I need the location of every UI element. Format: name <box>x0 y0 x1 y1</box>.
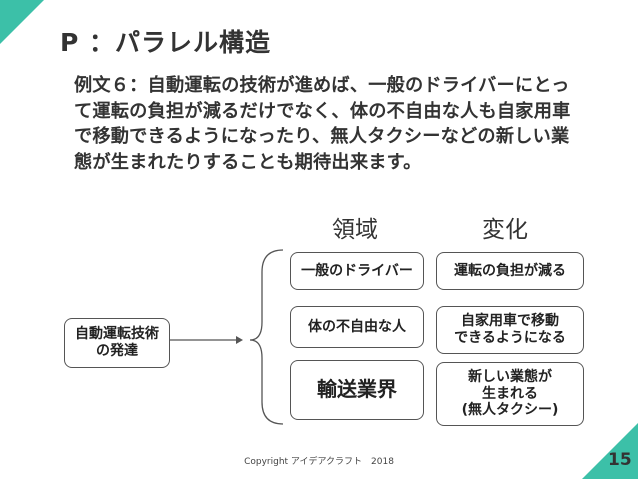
change-column-header: 変化 <box>482 217 528 243</box>
change-line: 運転の負担が減る <box>454 262 566 279</box>
region-column-header: 領域 <box>332 217 378 243</box>
slide-title: P ：パラレル構造 <box>60 28 272 57</box>
brace <box>249 249 284 425</box>
change-line: (無人タクシー) <box>461 402 559 419</box>
change-box-reduced-burden: 運転の負担が減る <box>436 252 584 290</box>
corner-accent-top-left <box>0 0 44 44</box>
region-box-transport-industry: 輸送業界 <box>290 360 424 420</box>
change-line: 新しい業態が <box>467 369 552 386</box>
change-box-self-mobility: 自家用車で移動 できるようになる <box>436 306 584 354</box>
region-box-disabled-people: 体の不自由な人 <box>290 306 424 348</box>
change-line: 生まれる <box>481 385 538 402</box>
change-box-new-business: 新しい業態が 生まれる (無人タクシー) <box>436 362 584 426</box>
page-number: 15 <box>608 450 632 470</box>
arrow-head <box>236 336 243 344</box>
change-line: 自家用車で移動 <box>460 313 559 330</box>
source-line-1: 自動運転技術 <box>75 326 159 343</box>
example-paragraph: 例文６：自動運転の技術が進めば、一般のドライバーにとって運転の負担が減るだけでな… <box>74 75 571 173</box>
corner-accent-bottom-right <box>582 423 638 479</box>
source-box: 自動運転技術 の発達 <box>64 318 170 368</box>
region-box-general-drivers: 一般のドライバー <box>290 252 424 290</box>
change-line: できるようになる <box>454 330 566 346</box>
copyright-footer: Copyright アイデアクラフト 2018 <box>244 457 394 467</box>
source-line-2: の発達 <box>96 343 138 359</box>
